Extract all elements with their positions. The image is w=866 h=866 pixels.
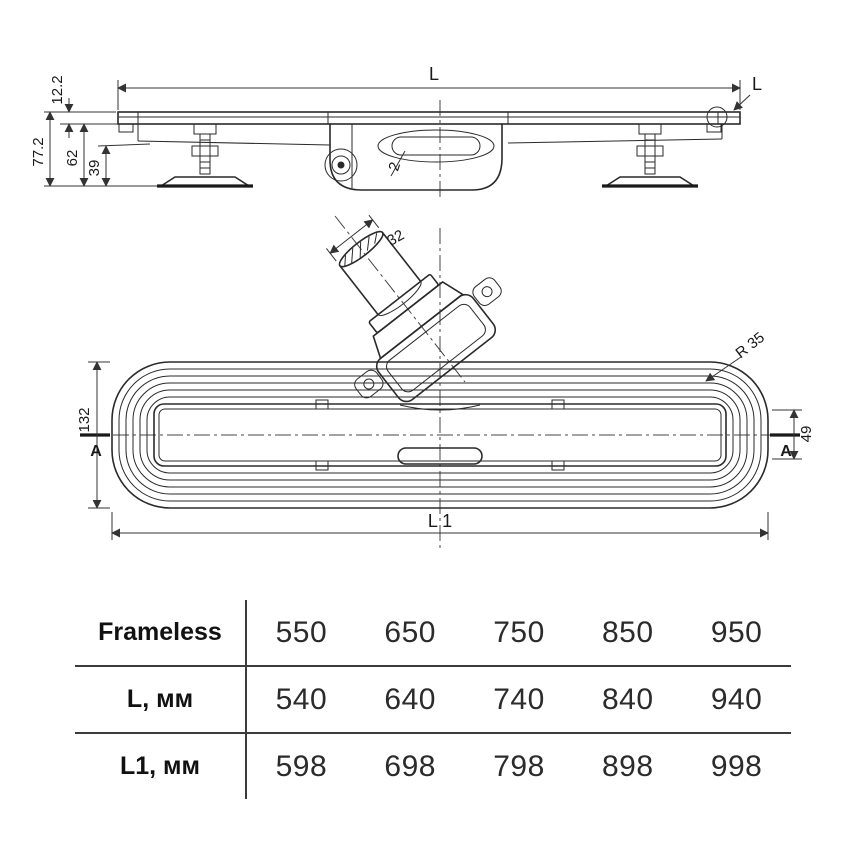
- mounting-ear-left: [354, 369, 384, 399]
- table-row-label: L, мм: [75, 667, 247, 734]
- channel-profile: [117, 111, 741, 146]
- table-cell: 550: [247, 600, 356, 667]
- side-left-dimensions: 77.2 12.2 62 39: [30, 75, 158, 187]
- plan-view-drawing: 32 R 35 132: [76, 214, 815, 548]
- dim-label-39: 39: [86, 160, 103, 177]
- channel-plan-body: [111, 361, 769, 509]
- dim-label-77-2: 77.2: [30, 137, 47, 166]
- outlet-pipe: [325, 214, 502, 403]
- table-cell: 598: [275, 749, 328, 783]
- table-row-label: Frameless: [75, 600, 247, 667]
- grate-clip: [315, 399, 329, 410]
- drain-opening: [397, 447, 483, 465]
- table-cell: 998: [710, 749, 763, 783]
- table-cell: 650: [355, 600, 465, 667]
- adjustable-foot-right: [602, 123, 698, 188]
- table-cell: 940: [682, 667, 791, 734]
- table-cell: 750: [464, 600, 574, 667]
- radius-label: R 35: [733, 329, 768, 362]
- dim-label-62: 62: [64, 150, 81, 167]
- section-label-a-left: A: [90, 443, 102, 460]
- table-cell: 798: [493, 749, 545, 783]
- drain-grate: [153, 403, 727, 467]
- siphon-body: 2: [324, 123, 503, 191]
- grate-clip: [315, 460, 329, 471]
- mounting-ear-right: [472, 277, 502, 307]
- grate-clip: [551, 399, 565, 410]
- dim-49: 49: [772, 409, 815, 460]
- grate-clip: [551, 460, 565, 471]
- table-cell: 698: [384, 749, 436, 783]
- dim-label-L: L: [429, 64, 439, 84]
- detail-label-L: L: [752, 74, 762, 94]
- table-cell: 840: [573, 667, 683, 734]
- section-label-a-right: A: [780, 443, 792, 460]
- dim-l1: L 1: [111, 511, 769, 540]
- dim-label-l1: L 1: [428, 511, 452, 531]
- adjustable-foot-left: [157, 123, 253, 188]
- slope-label: 2: [385, 160, 404, 173]
- dim-label-49: 49: [798, 426, 815, 443]
- table-cell: 740: [464, 667, 574, 734]
- table-cell: 540: [247, 667, 356, 734]
- table-cell: 640: [355, 667, 465, 734]
- table-cell: 950: [682, 600, 791, 667]
- side-outlet-pipe: [324, 148, 358, 182]
- side-view-drawing: L L: [30, 64, 762, 200]
- dim-label-32: 32: [384, 227, 407, 250]
- table-cell: 898: [602, 749, 654, 783]
- size-table: Frameless 550 650 750 850 950 L, мм 540 …: [75, 600, 791, 799]
- table-row-label: L1, мм: [75, 734, 247, 799]
- dim-132: 132: [76, 361, 110, 509]
- table-cell: 850: [573, 600, 683, 667]
- dim-label-12-2: 12.2: [49, 75, 66, 104]
- dim-label-132: 132: [76, 407, 93, 432]
- drawing-canvas: L L: [30, 64, 815, 548]
